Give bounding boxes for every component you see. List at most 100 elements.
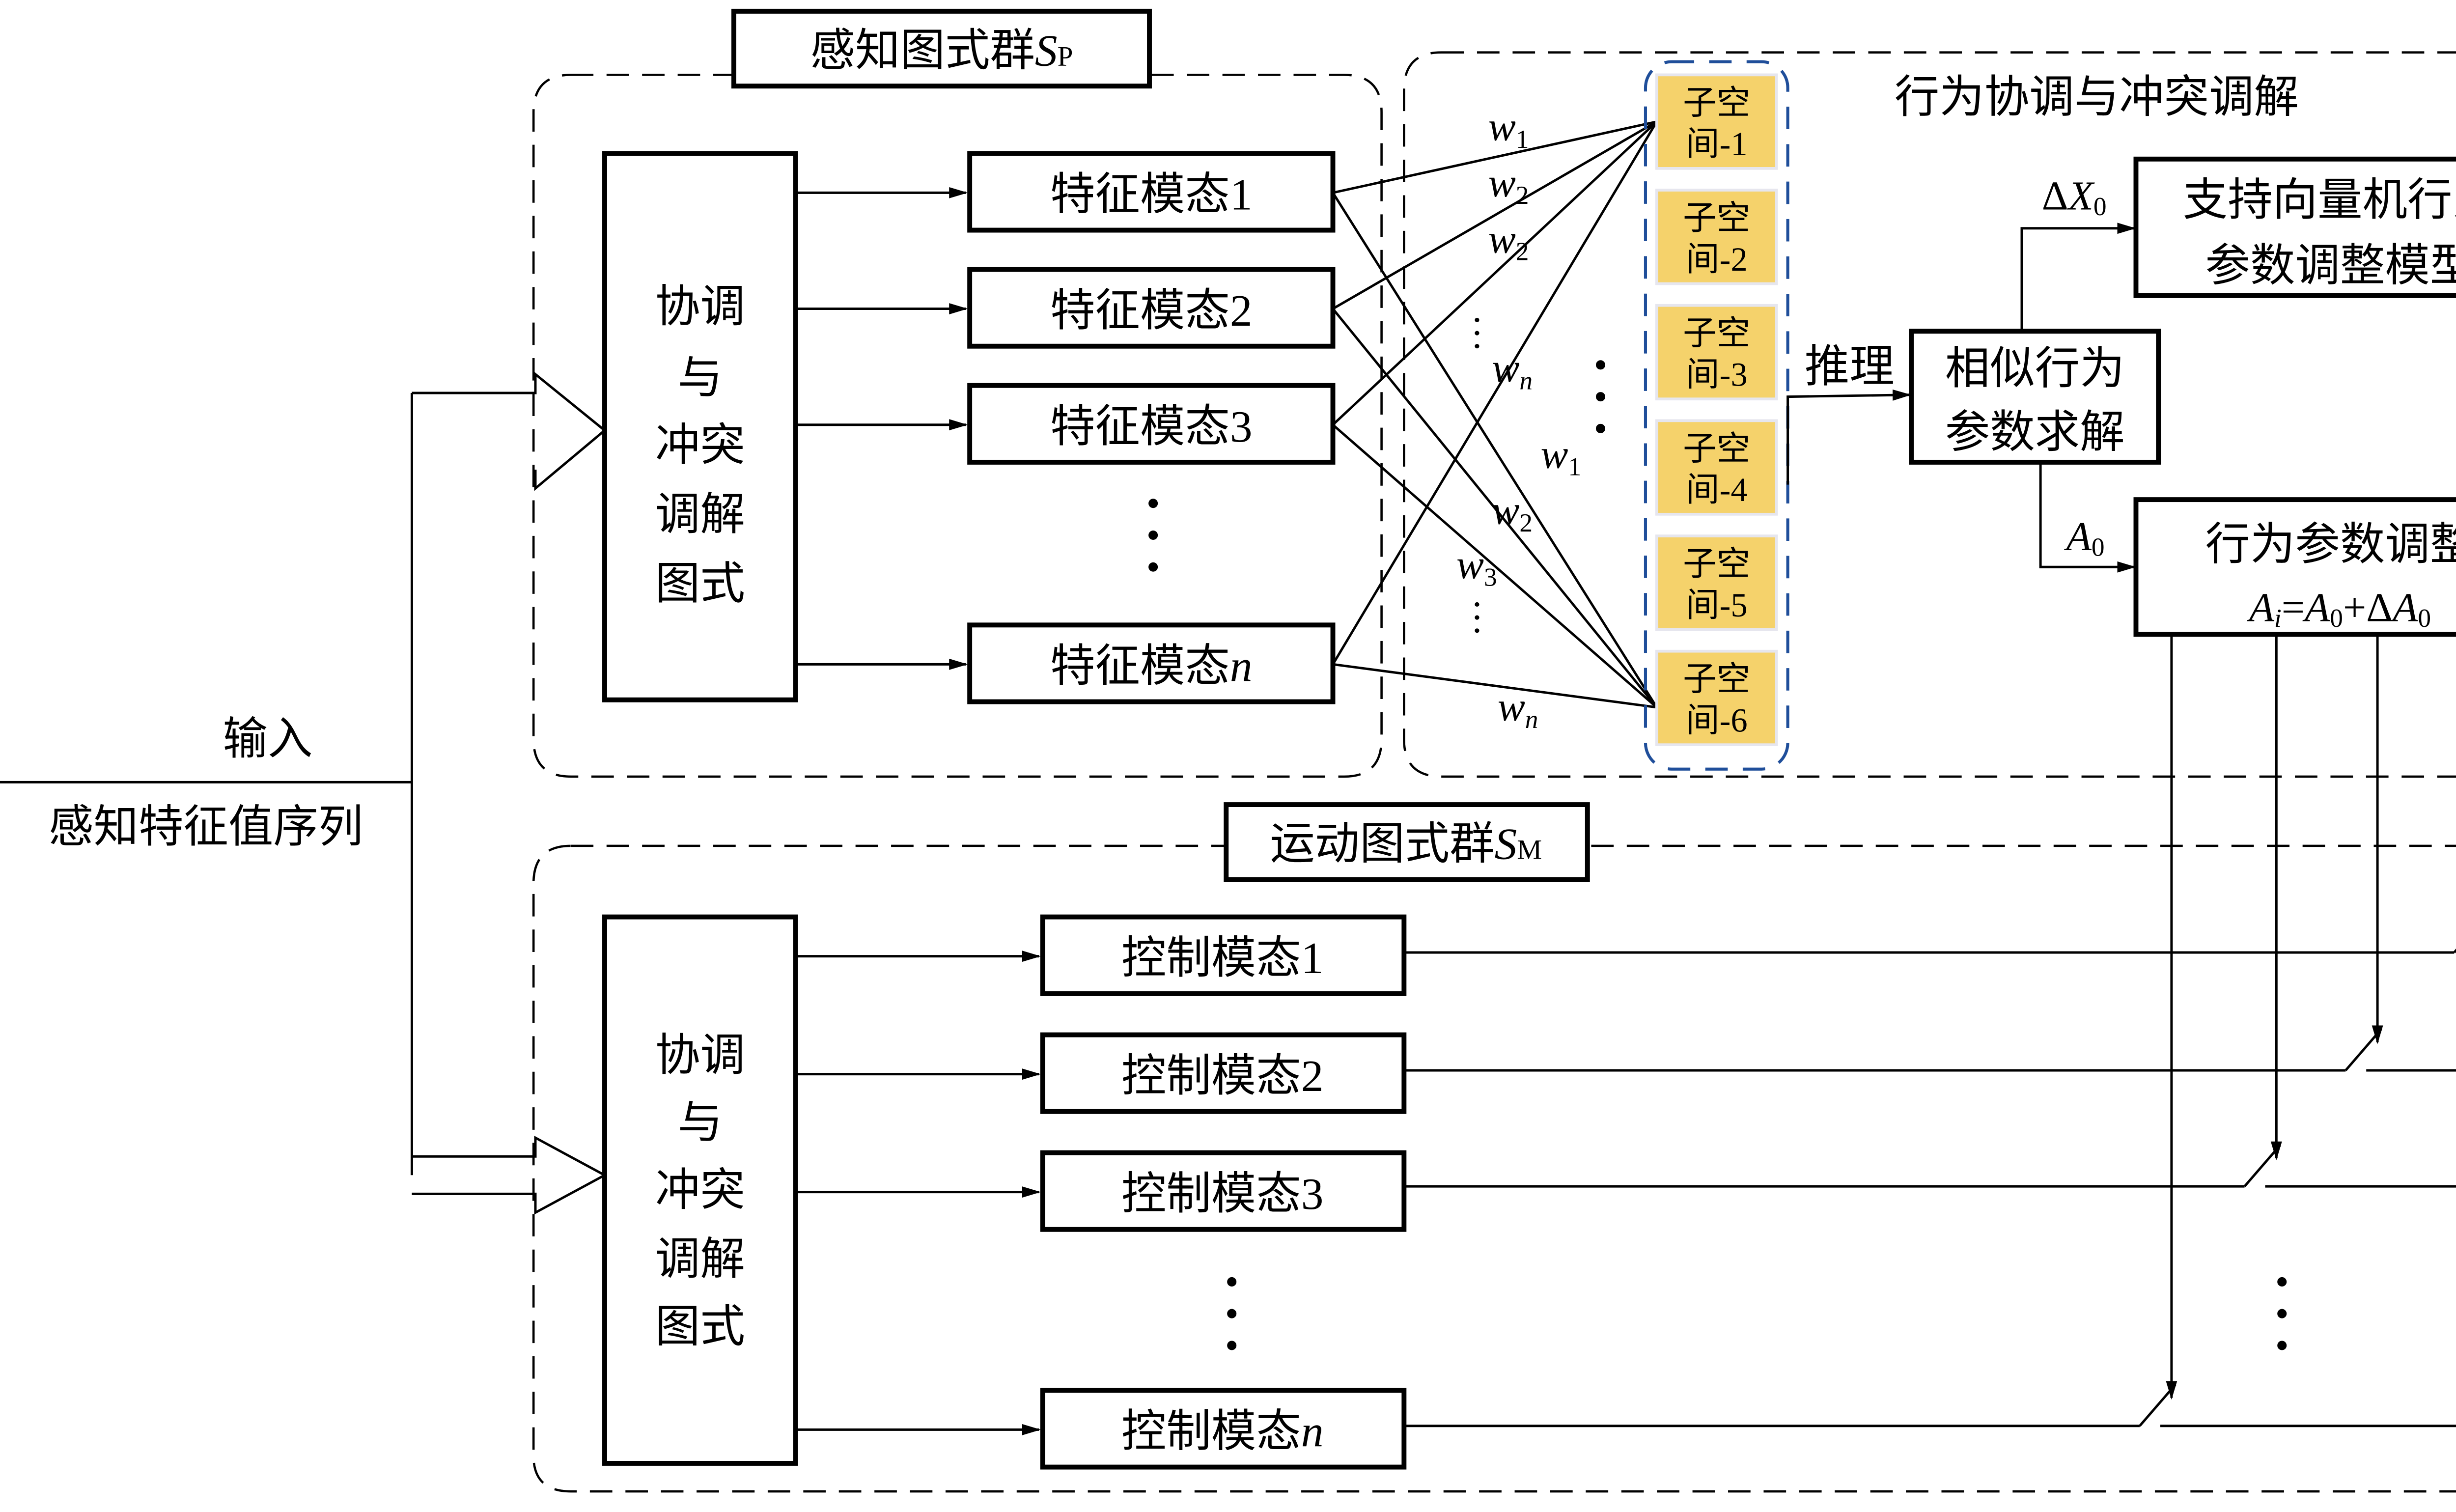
weight-line-to-subspace-6 bbox=[1333, 663, 1657, 709]
weight-label: wn bbox=[1498, 684, 1538, 734]
subspace-6: 子空间-6 bbox=[1655, 649, 1778, 747]
motion-schema-group: 运动图式群SM 协调 与 冲突 调解 图式 控制模态1 控制模态2 控制模态3 控制模… bbox=[532, 634, 2456, 1493]
subspace-label-line2: 间-6 bbox=[1686, 701, 1748, 739]
subspace-label-line1: 子空 bbox=[1683, 198, 1750, 238]
subspace-label-line1: 子空 bbox=[1683, 544, 1750, 584]
switch-4 bbox=[1404, 634, 2456, 1428]
motion-coordinator-box bbox=[602, 914, 798, 1466]
control-mode-label: 控制模态3 bbox=[1121, 1167, 1324, 1220]
weight-label: w1 bbox=[1541, 431, 1582, 481]
subspace-5: 子空间-5 bbox=[1655, 534, 1778, 631]
weight-line-to-subspace-1 bbox=[1332, 120, 1658, 426]
weight-line-to-subspace-1 bbox=[1332, 120, 1657, 194]
feature-mode-label: 特征模态2 bbox=[1050, 284, 1253, 336]
subspace-label-line2: 间-1 bbox=[1686, 125, 1748, 163]
subspace-label-line1: 子空 bbox=[1683, 429, 1750, 468]
weight-label: w2 bbox=[1492, 488, 1533, 537]
subspace-box bbox=[1655, 189, 1778, 285]
subspace-3: 子空间-3 bbox=[1655, 304, 1778, 401]
subspace-label-line2: 间-2 bbox=[1686, 241, 1748, 278]
weight-label: w1 bbox=[1488, 104, 1529, 154]
control-mode-box bbox=[1040, 1032, 1407, 1114]
control-switches bbox=[1404, 634, 2456, 1428]
subspace-1: 子空间-1 bbox=[1655, 73, 1778, 170]
svg-text:调解: 调解 bbox=[655, 488, 745, 540]
control-mode-4: 控制模态n bbox=[795, 1388, 1407, 1470]
weight-label: w2 bbox=[1488, 216, 1529, 266]
svm-model-box bbox=[2133, 156, 2456, 298]
control-mode-label: 控制模态1 bbox=[1121, 931, 1324, 984]
subspace-label-line2: 间-5 bbox=[1686, 587, 1748, 624]
switch-blade bbox=[2344, 1028, 2382, 1071]
weight-ellipsis bbox=[1475, 317, 1606, 633]
delta-x0-connector bbox=[2020, 223, 2136, 332]
subspace-box bbox=[1655, 649, 1778, 747]
subspace-label-line2: 间-4 bbox=[1686, 471, 1748, 508]
subspace-box bbox=[1655, 534, 1778, 631]
similar-solver-line2: 参数求解 bbox=[1945, 405, 2125, 458]
subspace-label-line1: 子空 bbox=[1683, 660, 1750, 699]
behavior-panel-border bbox=[1403, 51, 2456, 778]
subspace-2: 子空间-2 bbox=[1655, 189, 1778, 285]
feature-mode-ellipsis bbox=[1148, 499, 1158, 572]
feature-mode-2: 特征模态2 bbox=[795, 267, 1336, 349]
svg-text:与: 与 bbox=[678, 351, 723, 404]
control-mode-box bbox=[1040, 1388, 1407, 1470]
control-mode-1: 控制模态1 bbox=[795, 914, 1407, 996]
subspace-4: 子空间-4 bbox=[1655, 419, 1778, 516]
weight-label: wn bbox=[1492, 345, 1533, 395]
feature-mode-3: 特征模态3 bbox=[795, 383, 1336, 465]
feature-mode-label: 特征模态n bbox=[1050, 640, 1253, 692]
input-section: 输入 感知特征值序列 bbox=[0, 371, 608, 1215]
weight-connections bbox=[1332, 120, 1658, 709]
input-arrow-perception bbox=[412, 371, 607, 491]
control-mode-label: 控制模态n bbox=[1121, 1405, 1324, 1457]
a0-connector bbox=[2039, 462, 2136, 573]
svg-text:冲突: 冲突 bbox=[655, 1163, 745, 1216]
svg-text:图式: 图式 bbox=[655, 1300, 745, 1352]
subspace-box bbox=[1655, 419, 1778, 516]
weight-label: w2 bbox=[1488, 160, 1529, 210]
control-mode-box bbox=[1040, 914, 1407, 996]
similar-solver-line1: 相似行为 bbox=[1945, 342, 2125, 394]
subspace-label-line2: 间-3 bbox=[1686, 356, 1748, 393]
perception-schema-group: 感知图式群SP 协调 与 冲突 调解 图式 特征模态1特征模态2特征模态3特征模… bbox=[532, 8, 1383, 778]
subspace-label-line1: 子空 bbox=[1683, 314, 1750, 353]
motion-group-title: 运动图式群SM bbox=[1270, 817, 1542, 870]
input-label: 输入 bbox=[223, 712, 313, 765]
switch-blade bbox=[2243, 1144, 2281, 1187]
input-sequence-label: 感知特征值序列 bbox=[49, 800, 363, 853]
behavior-param-adjust-box bbox=[2133, 497, 2456, 637]
weight-line-to-subspace-6 bbox=[1332, 423, 1658, 708]
feature-mode-label: 特征模态3 bbox=[1050, 400, 1253, 452]
svg-text:冲突: 冲突 bbox=[655, 419, 745, 471]
control-mode-3: 控制模态3 bbox=[795, 1150, 1407, 1232]
motion-coordinator-text: 协调 与 冲突 调解 图式 bbox=[655, 1029, 745, 1352]
switch-2 bbox=[1404, 634, 2456, 1072]
motion-group-border bbox=[532, 844, 2456, 1493]
svm-model-line1: 支持向量机行为 bbox=[2183, 173, 2456, 226]
svm-model-line2: 参数调整模型 bbox=[2205, 239, 2456, 291]
svg-text:协调: 协调 bbox=[655, 280, 745, 333]
control-mode-2: 控制模态2 bbox=[795, 1032, 1407, 1114]
svg-text:图式: 图式 bbox=[655, 557, 745, 610]
switch-blade bbox=[2453, 948, 2456, 953]
switch-1 bbox=[1404, 948, 2456, 954]
svg-text:协调: 协调 bbox=[655, 1029, 745, 1081]
reasoning-arrow bbox=[1786, 389, 1912, 485]
svg-text:与: 与 bbox=[678, 1096, 723, 1148]
weight-line-to-subspace-1 bbox=[1332, 121, 1658, 665]
switch-3 bbox=[1404, 634, 2456, 1188]
adjust-line1: 行为参数调整 bbox=[2205, 518, 2456, 570]
a0-label: A0 bbox=[2064, 514, 2105, 561]
perception-coordinator-text: 协调 与 冲突 调解 图式 bbox=[655, 280, 745, 610]
subspace-box bbox=[1655, 73, 1778, 170]
switch-ellipsis bbox=[2277, 1277, 2287, 1350]
delta-x0-label: ΔX0 bbox=[2042, 173, 2107, 221]
perception-group-border bbox=[532, 74, 1383, 778]
feature-mode-box bbox=[967, 383, 1336, 465]
subspace-box bbox=[1655, 304, 1778, 401]
